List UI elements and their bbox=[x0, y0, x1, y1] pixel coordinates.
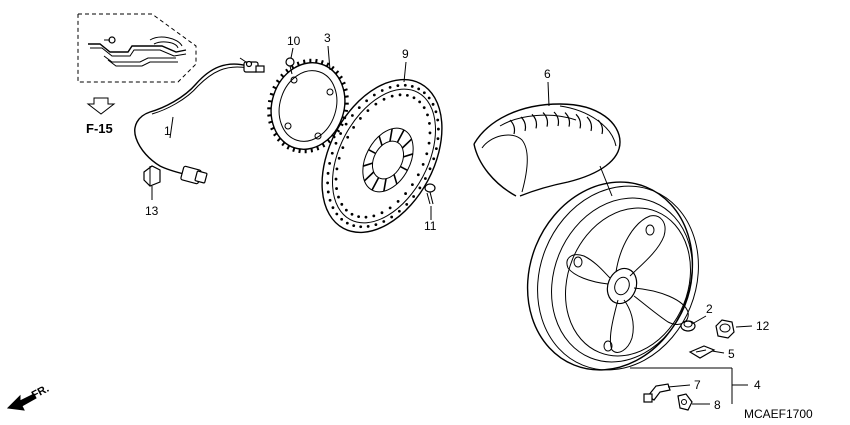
connector-part bbox=[180, 165, 208, 185]
pulser-ring-teeth bbox=[267, 58, 349, 154]
rear-wheel-part bbox=[526, 181, 699, 371]
speed-sensor-cable bbox=[134, 57, 265, 185]
front-direction-arrow bbox=[6, 393, 37, 411]
harness-clip-part bbox=[88, 36, 187, 67]
disc-drill-holes bbox=[326, 83, 440, 229]
front-direction-label: FR. bbox=[30, 383, 51, 402]
pulser-ring-part bbox=[267, 58, 349, 154]
reference-arrow bbox=[86, 97, 116, 115]
disc-carrier-spokes bbox=[362, 128, 414, 192]
tire-tread-pattern bbox=[509, 111, 604, 135]
callout-4: 4 bbox=[754, 378, 761, 392]
balance-weight-part bbox=[688, 345, 716, 359]
valve-stem-cap-part bbox=[680, 320, 696, 332]
callout-1: 1 bbox=[164, 124, 171, 138]
callout-8: 8 bbox=[714, 398, 721, 412]
bolt-11-part bbox=[424, 183, 436, 205]
valve-part bbox=[643, 383, 671, 403]
callout-10: 10 bbox=[287, 34, 301, 48]
diagram-code: MCAEF1700 bbox=[744, 407, 813, 421]
callout-2: 2 bbox=[706, 302, 713, 316]
sensor-head-part bbox=[239, 57, 265, 73]
brake-disc-part bbox=[321, 78, 443, 234]
tire-part bbox=[473, 103, 621, 197]
leader-lines bbox=[151, 45, 753, 405]
callout-11: 11 bbox=[424, 219, 437, 233]
callout-13: 13 bbox=[145, 204, 159, 218]
reference-label: F-15 bbox=[86, 121, 113, 136]
nut-12-part bbox=[715, 319, 735, 339]
cable-clip-part bbox=[143, 165, 161, 187]
valve-nut-part bbox=[677, 393, 693, 411]
callout-9: 9 bbox=[402, 47, 409, 61]
callout-7: 7 bbox=[694, 378, 701, 392]
reference-inset-box bbox=[77, 13, 197, 83]
callout-3: 3 bbox=[324, 31, 331, 45]
callout-6: 6 bbox=[544, 67, 551, 81]
callout-5: 5 bbox=[728, 347, 735, 361]
callout-12: 12 bbox=[756, 319, 770, 333]
